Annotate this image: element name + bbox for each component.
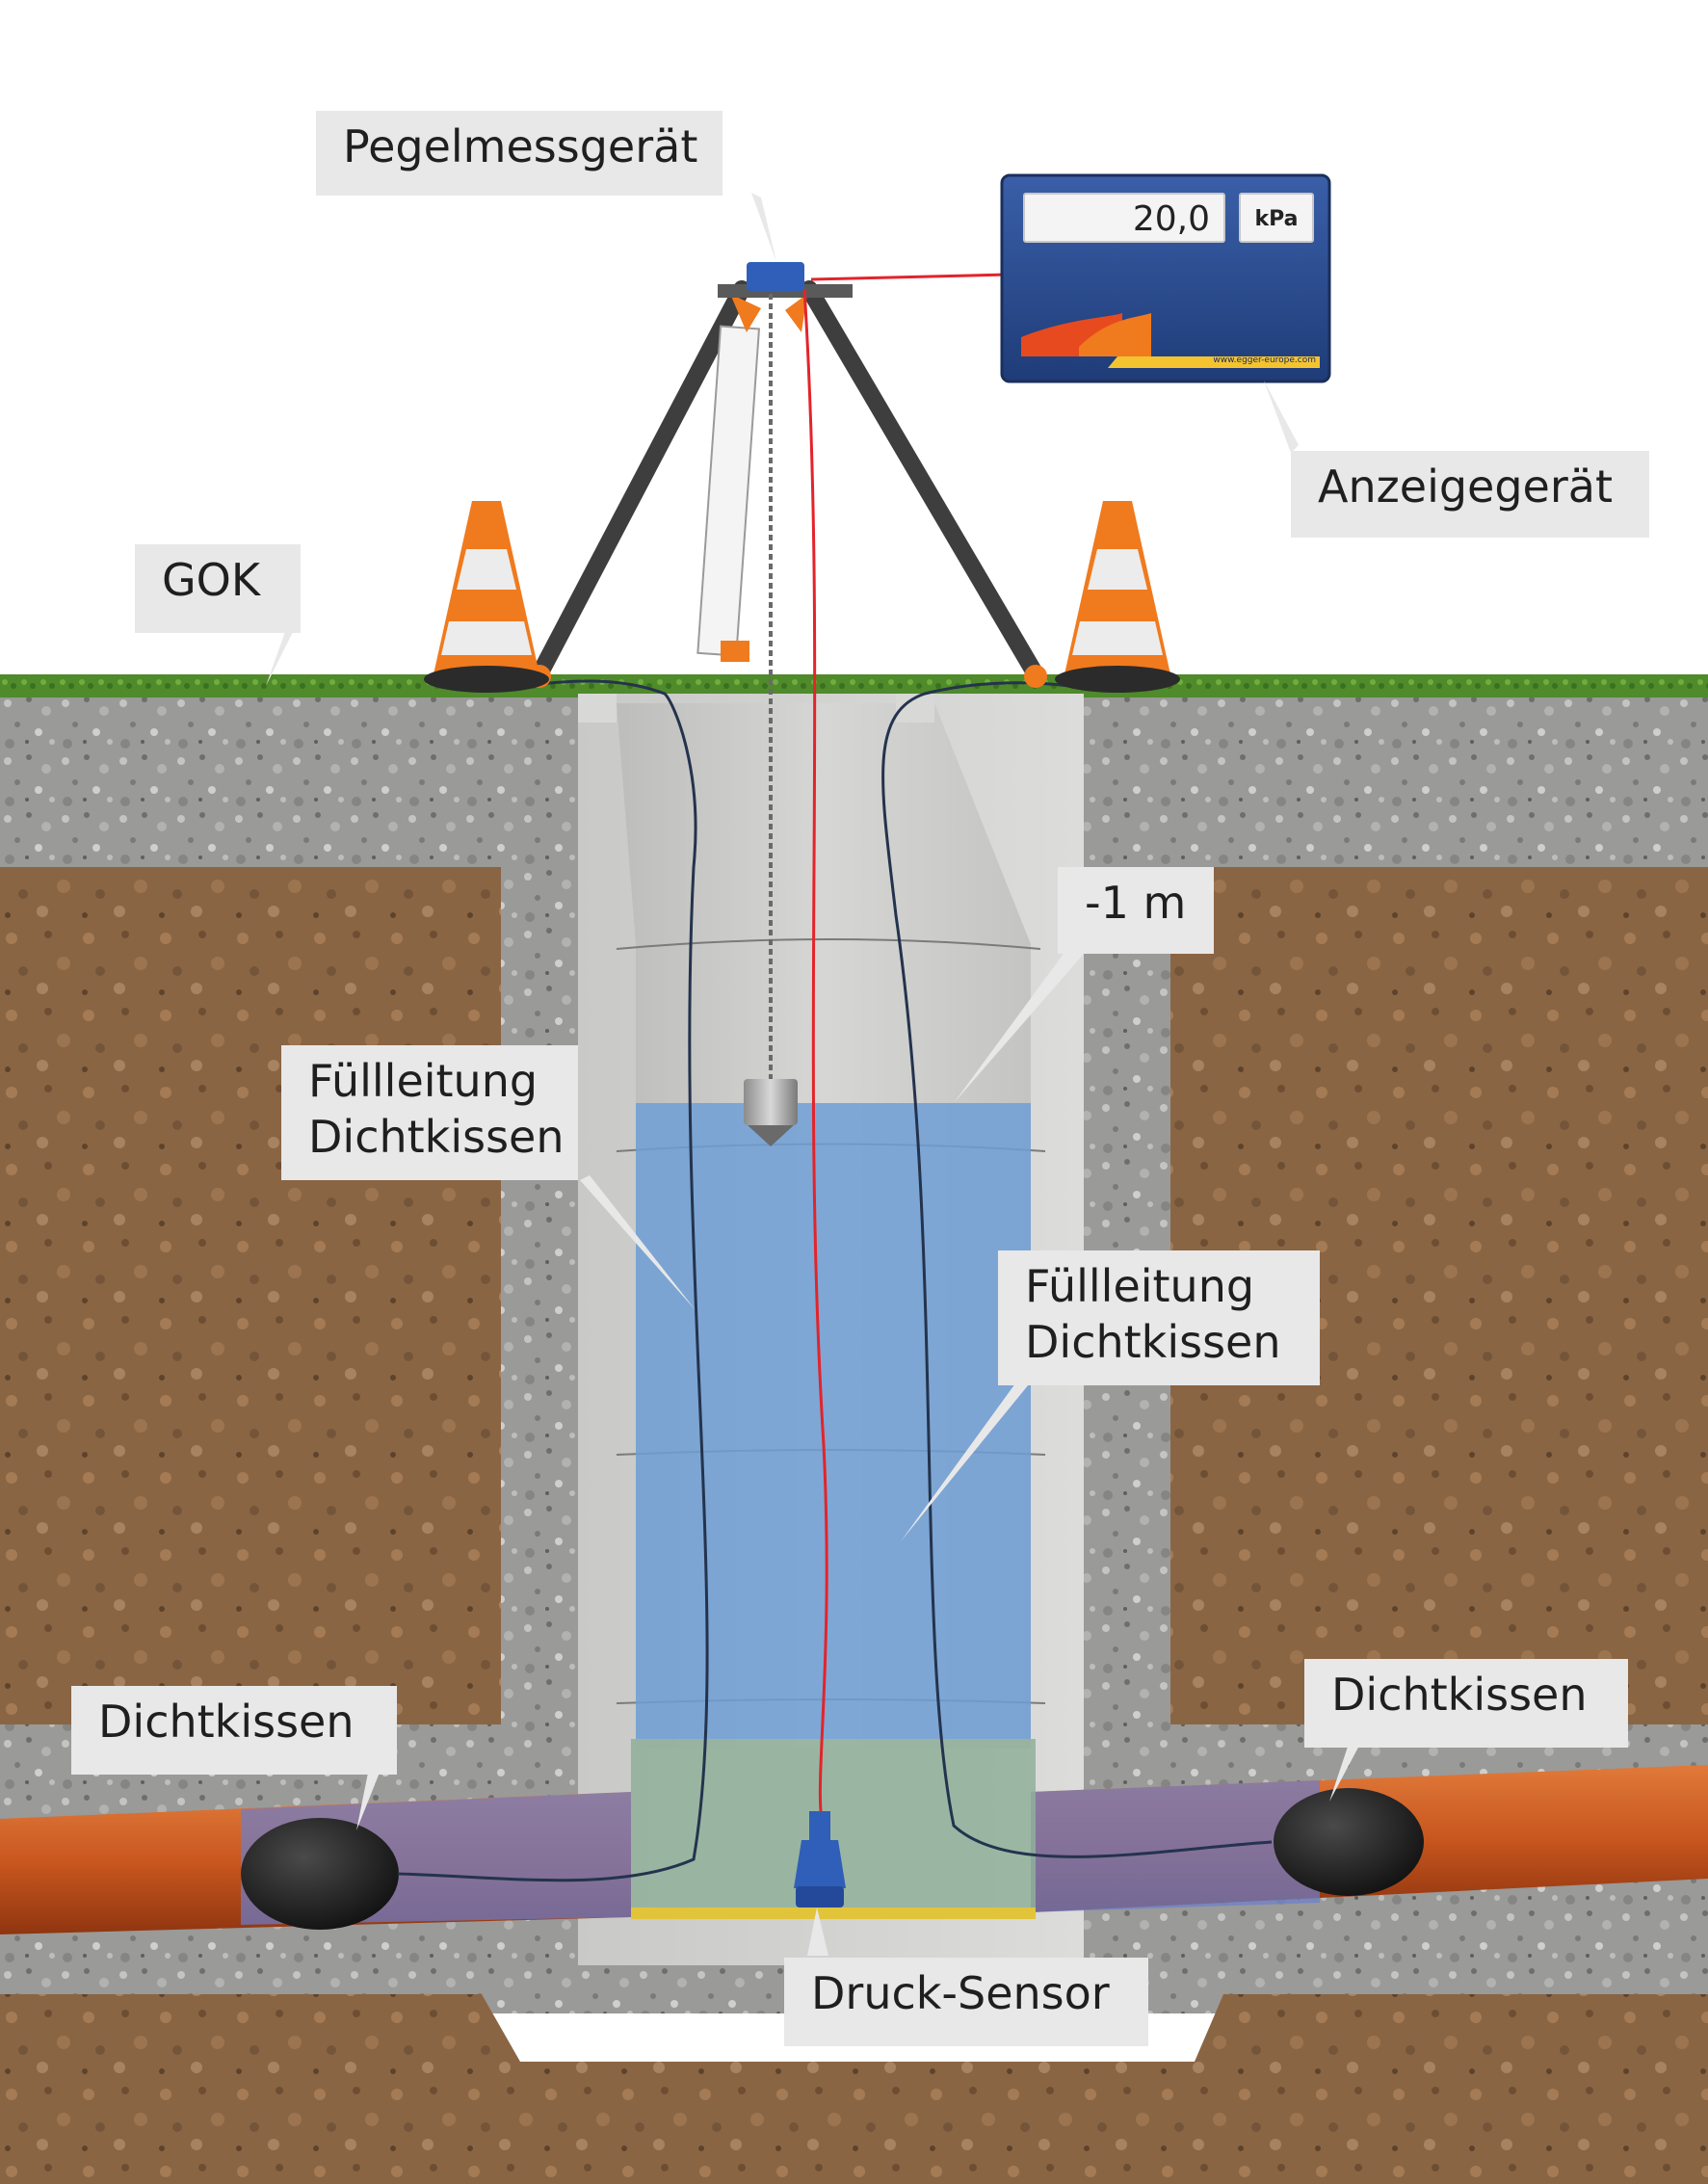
traffic-cone-left xyxy=(424,501,549,693)
sensor-cable xyxy=(810,273,1008,281)
fill-lines xyxy=(397,679,1273,1882)
level-weight xyxy=(744,1079,798,1125)
label-anzeigegeraet: Anzeigegerät xyxy=(1291,451,1649,538)
label-minus-1m: -1 m xyxy=(1058,867,1214,954)
display-unit: kPa xyxy=(1239,193,1314,243)
shaft-floor xyxy=(631,1908,1036,1919)
sensor-cable-down xyxy=(802,288,828,1812)
level-weight-tip xyxy=(748,1125,794,1146)
label-gok: GOK xyxy=(135,544,301,633)
pressure-sensor xyxy=(794,1811,846,1908)
label-dichtkissen-left: Dichtkissen xyxy=(71,1686,397,1775)
shaft-rim-left xyxy=(578,694,617,723)
cushion-right xyxy=(1274,1788,1424,1896)
pipe-water-right xyxy=(1031,1780,1320,1912)
gravel-backfill xyxy=(501,867,1170,1763)
callout-pointers xyxy=(266,193,1360,1956)
water-column xyxy=(636,1103,1031,1739)
traffic-cone-right xyxy=(1055,501,1180,693)
display-value: 20,0 xyxy=(1023,193,1225,243)
label-fuellleitung-left: Füllleitung Dichtkissen xyxy=(281,1045,578,1180)
label-druck-sensor: Druck-Sensor xyxy=(784,1958,1148,2046)
label-fuellleitung-right: Füllleitung Dichtkissen xyxy=(998,1250,1320,1385)
label-pegelmessgeraet: Pegelmessgerät xyxy=(316,111,723,196)
display-url: www.egger-europe.com xyxy=(1213,355,1316,365)
tripod xyxy=(528,262,1047,688)
label-dichtkissen-right: Dichtkissen xyxy=(1304,1659,1628,1748)
soil-bottom-layer xyxy=(0,1994,1708,2184)
cushion-left xyxy=(241,1818,399,1930)
